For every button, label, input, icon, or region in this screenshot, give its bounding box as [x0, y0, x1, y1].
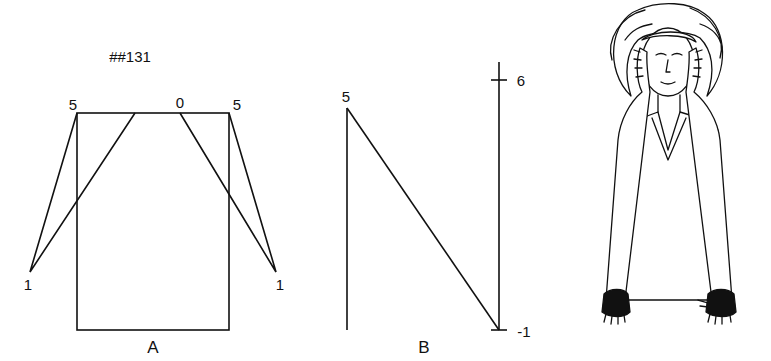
- panel-letter: B: [418, 339, 429, 356]
- scale-line: [498, 62, 500, 330]
- woman-illustration: [602, 4, 736, 324]
- scale-tick: [491, 79, 507, 81]
- scale-tick: [491, 329, 507, 331]
- callout-number: 5: [69, 97, 77, 112]
- callout-number: 5: [233, 97, 241, 112]
- callout-number: 5: [342, 89, 350, 104]
- diagonal-stroke: [347, 108, 499, 330]
- callout-number: 0: [176, 95, 184, 110]
- scale-value: 6: [517, 73, 525, 88]
- frame-rectangle: [77, 113, 229, 330]
- panel-letter: A: [147, 339, 158, 356]
- callout-number: 1: [24, 277, 32, 292]
- callout-number: 1: [276, 277, 284, 292]
- figure-number: ##131: [109, 49, 151, 64]
- scale-value: -1: [517, 324, 530, 339]
- left-axis: [346, 108, 348, 330]
- right-wedge: [180, 113, 276, 272]
- left-wedge: [30, 113, 135, 272]
